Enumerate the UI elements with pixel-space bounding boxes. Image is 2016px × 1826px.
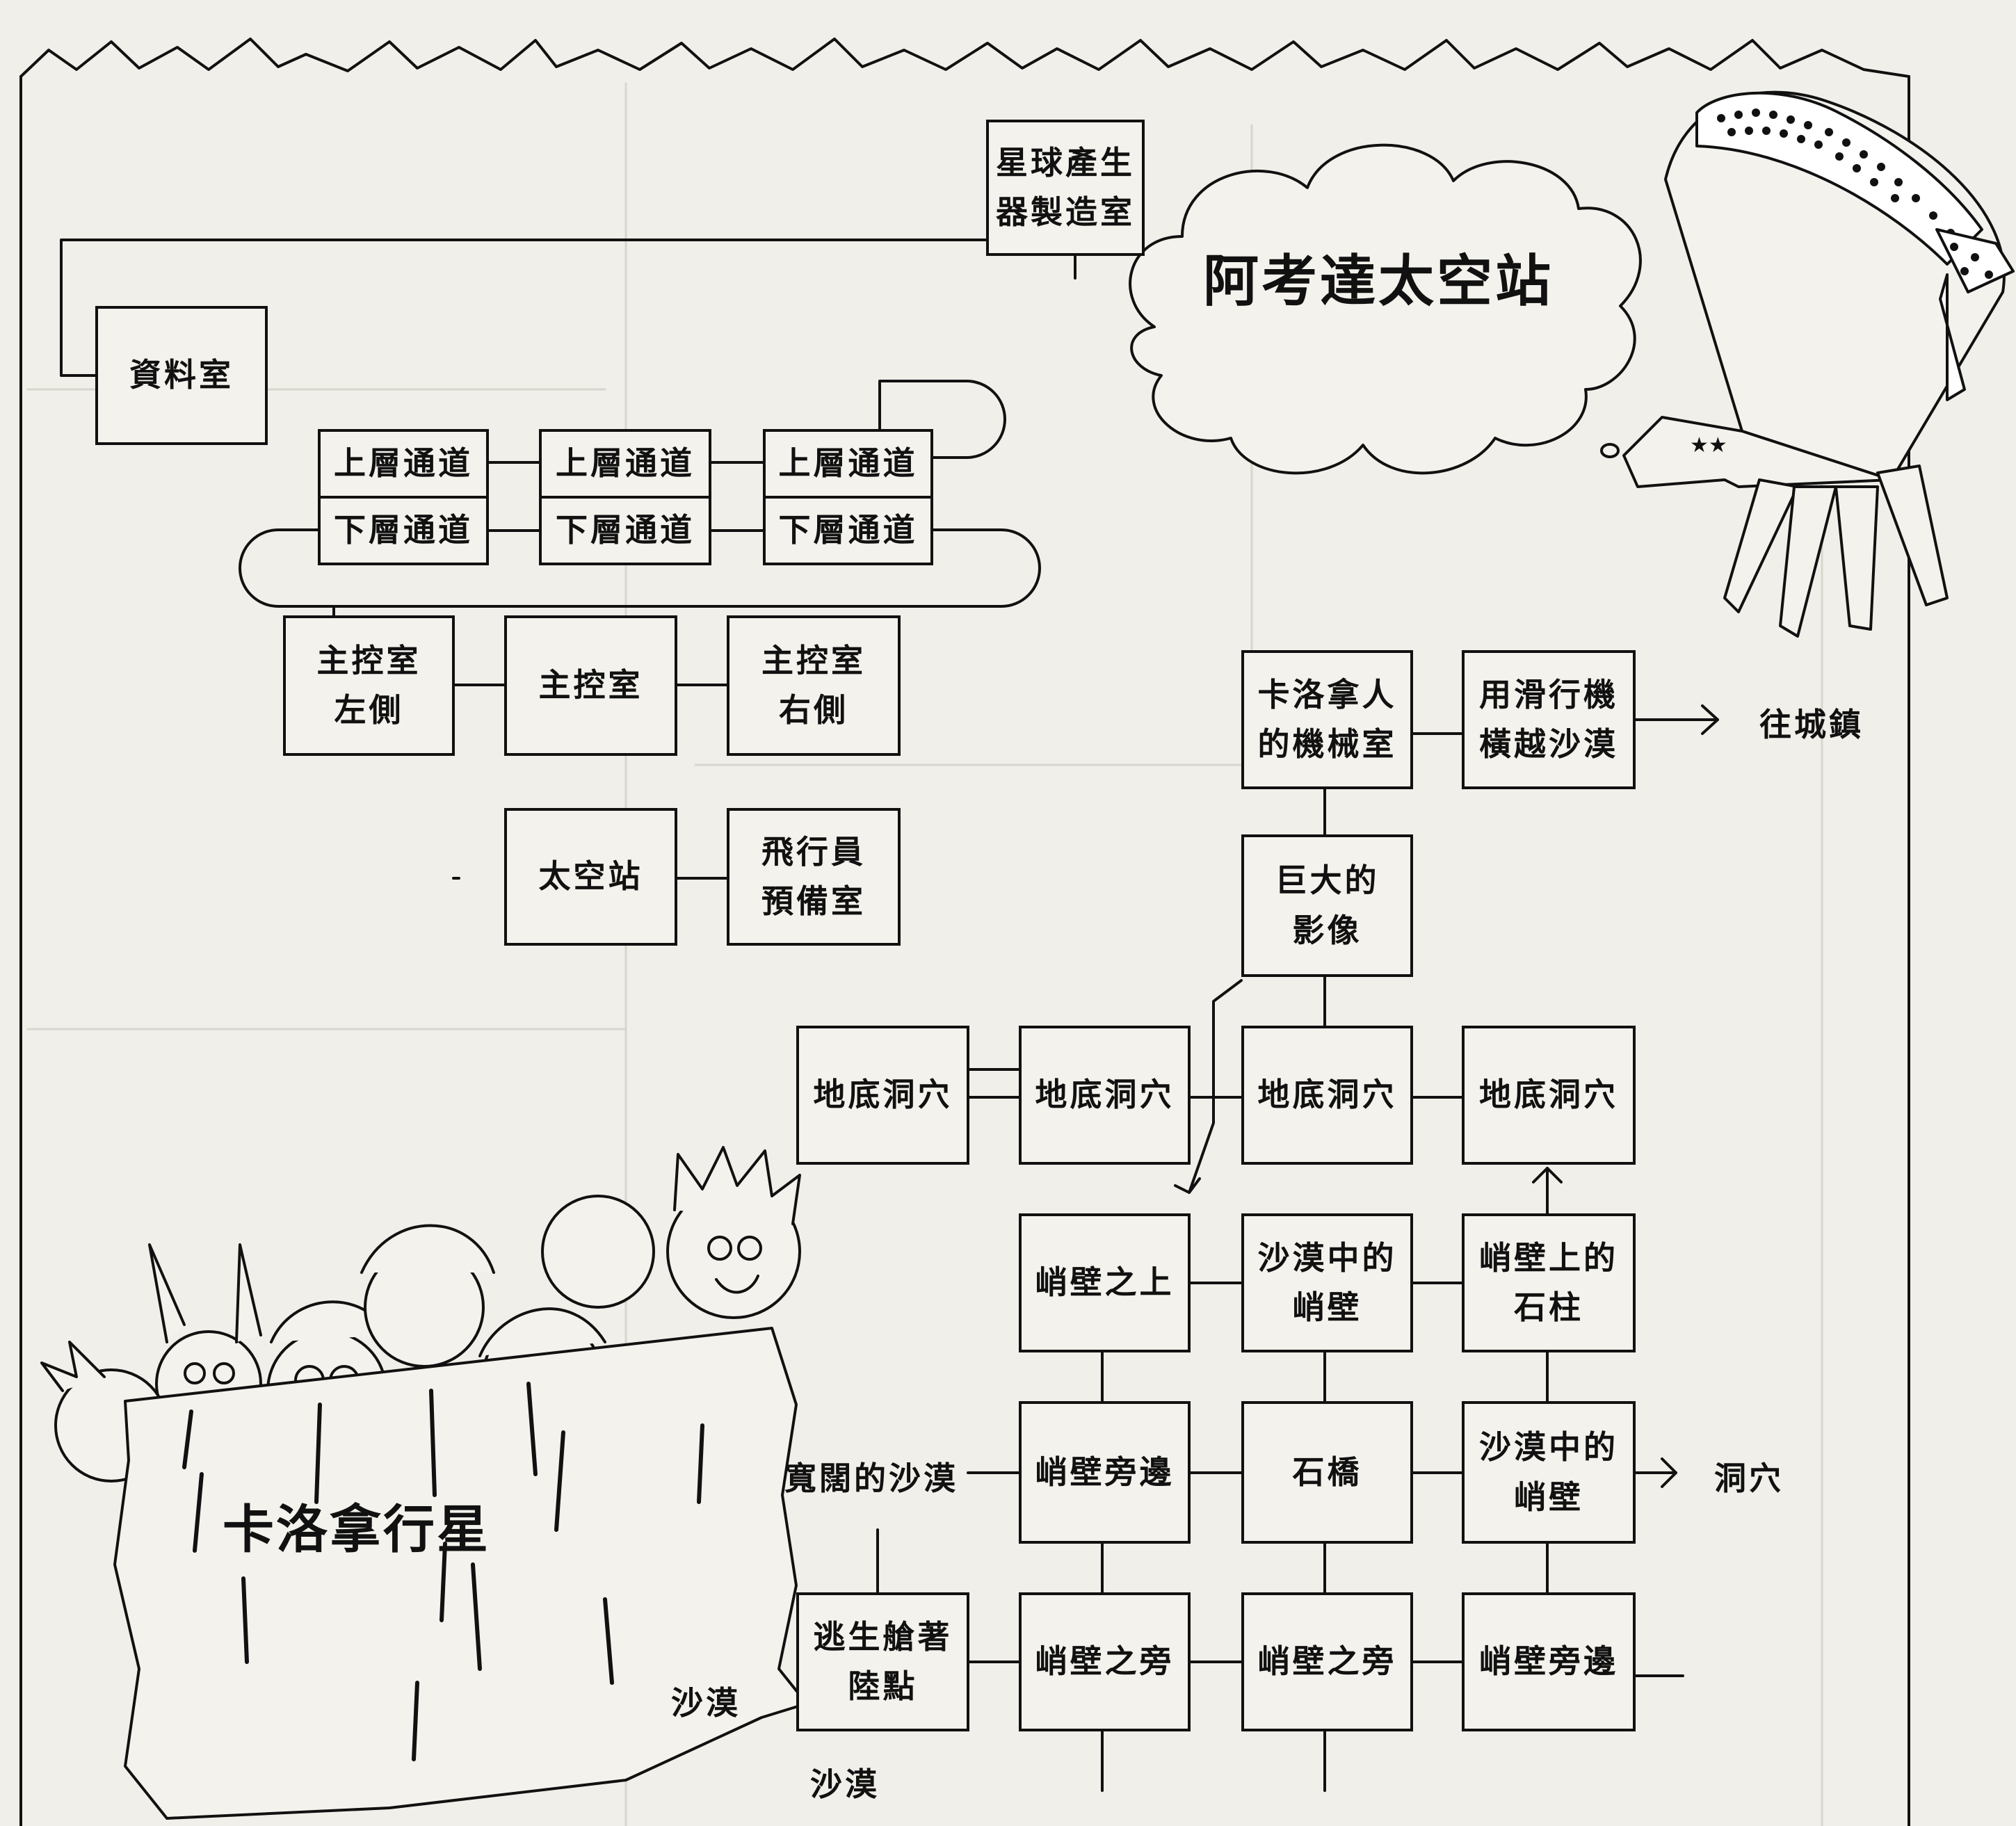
planet-connectors (764, 704, 1719, 1792)
control-connectors (452, 684, 728, 880)
label-desert-left: 沙漠 (671, 1684, 741, 1722)
location-cave-2[interactable]: 地底洞穴 (1019, 1026, 1191, 1165)
room-data[interactable]: 資料室 (95, 306, 268, 445)
location-cliff-top[interactable]: 峭壁之上 (1019, 1213, 1191, 1352)
location-wide-desert[interactable]: 寬闊的沙漠 (784, 1460, 958, 1497)
station-title: 阿考達太空站 (1203, 249, 1554, 314)
room-pilot[interactable]: 飛行員 預備室 (727, 808, 901, 946)
location-cliff-beside-1[interactable]: 峭壁之旁 (1019, 1592, 1191, 1731)
location-cave-4[interactable]: 地底洞穴 (1462, 1026, 1636, 1165)
svg-text:★★: ★★ (1690, 433, 1727, 458)
kids-illustration (40, 1146, 808, 1820)
passage-lower-3[interactable]: 下層通道 (763, 496, 933, 565)
location-escape-pod[interactable]: 逃生艙著 陸點 (796, 1592, 969, 1731)
cloud-bubble (1600, 443, 1620, 458)
planet-title: 卡洛拿行星 (223, 1500, 490, 1560)
thought-cloud (1129, 143, 1642, 475)
location-giant-image[interactable]: 巨大的 影像 (1241, 834, 1413, 977)
location-cave-3[interactable]: 地底洞穴 (1241, 1026, 1413, 1165)
room-control-left[interactable]: 主控室 左側 (283, 615, 455, 756)
location-cliff-side-2[interactable]: 峭壁旁邊 (1462, 1592, 1636, 1731)
room-mechanical[interactable]: 卡洛拿人 的機械室 (1241, 650, 1413, 789)
location-desert-cliff-1[interactable]: 沙漠中的 峭壁 (1241, 1213, 1413, 1352)
passage-lower-1[interactable]: 下層通道 (318, 496, 489, 565)
label-cave-exit: 洞穴 (1714, 1460, 1784, 1497)
room-control-right[interactable]: 主控室 右側 (727, 615, 901, 756)
room-control-center[interactable]: 主控室 (504, 615, 677, 756)
bleed-text (695, 209, 727, 249)
room-space-station[interactable]: 太空站 (504, 808, 677, 946)
room-generator[interactable]: 星球產生 器製造室 (986, 120, 1145, 256)
label-to-town: 往城鎮 (1759, 706, 1864, 743)
location-cliff-side-1[interactable]: 峭壁旁邊 (1019, 1401, 1191, 1544)
location-cliff-beside-2[interactable]: 峭壁之旁 (1241, 1592, 1413, 1731)
sign-board (113, 1327, 808, 1820)
location-desert-cliff-2[interactable]: 沙漠中的 峭壁 (1462, 1401, 1636, 1544)
location-stone-pillar[interactable]: 峭壁上的 石柱 (1462, 1213, 1636, 1352)
location-cave-1[interactable]: 地底洞穴 (796, 1026, 969, 1165)
location-stone-bridge[interactable]: 石橋 (1241, 1401, 1413, 1544)
route-glider[interactable]: 用滑行機 橫越沙漠 (1462, 650, 1636, 789)
passage-upper-1[interactable]: 上層通道 (318, 429, 489, 499)
label-desert-bottom: 沙漠 (810, 1766, 880, 1803)
passage-upper-2[interactable]: 上層通道 (539, 429, 711, 499)
rocket-icon: ★★ (1622, 90, 2015, 638)
passage-upper-3[interactable]: 上層通道 (763, 429, 933, 499)
passage-lower-2[interactable]: 下層通道 (539, 496, 711, 565)
